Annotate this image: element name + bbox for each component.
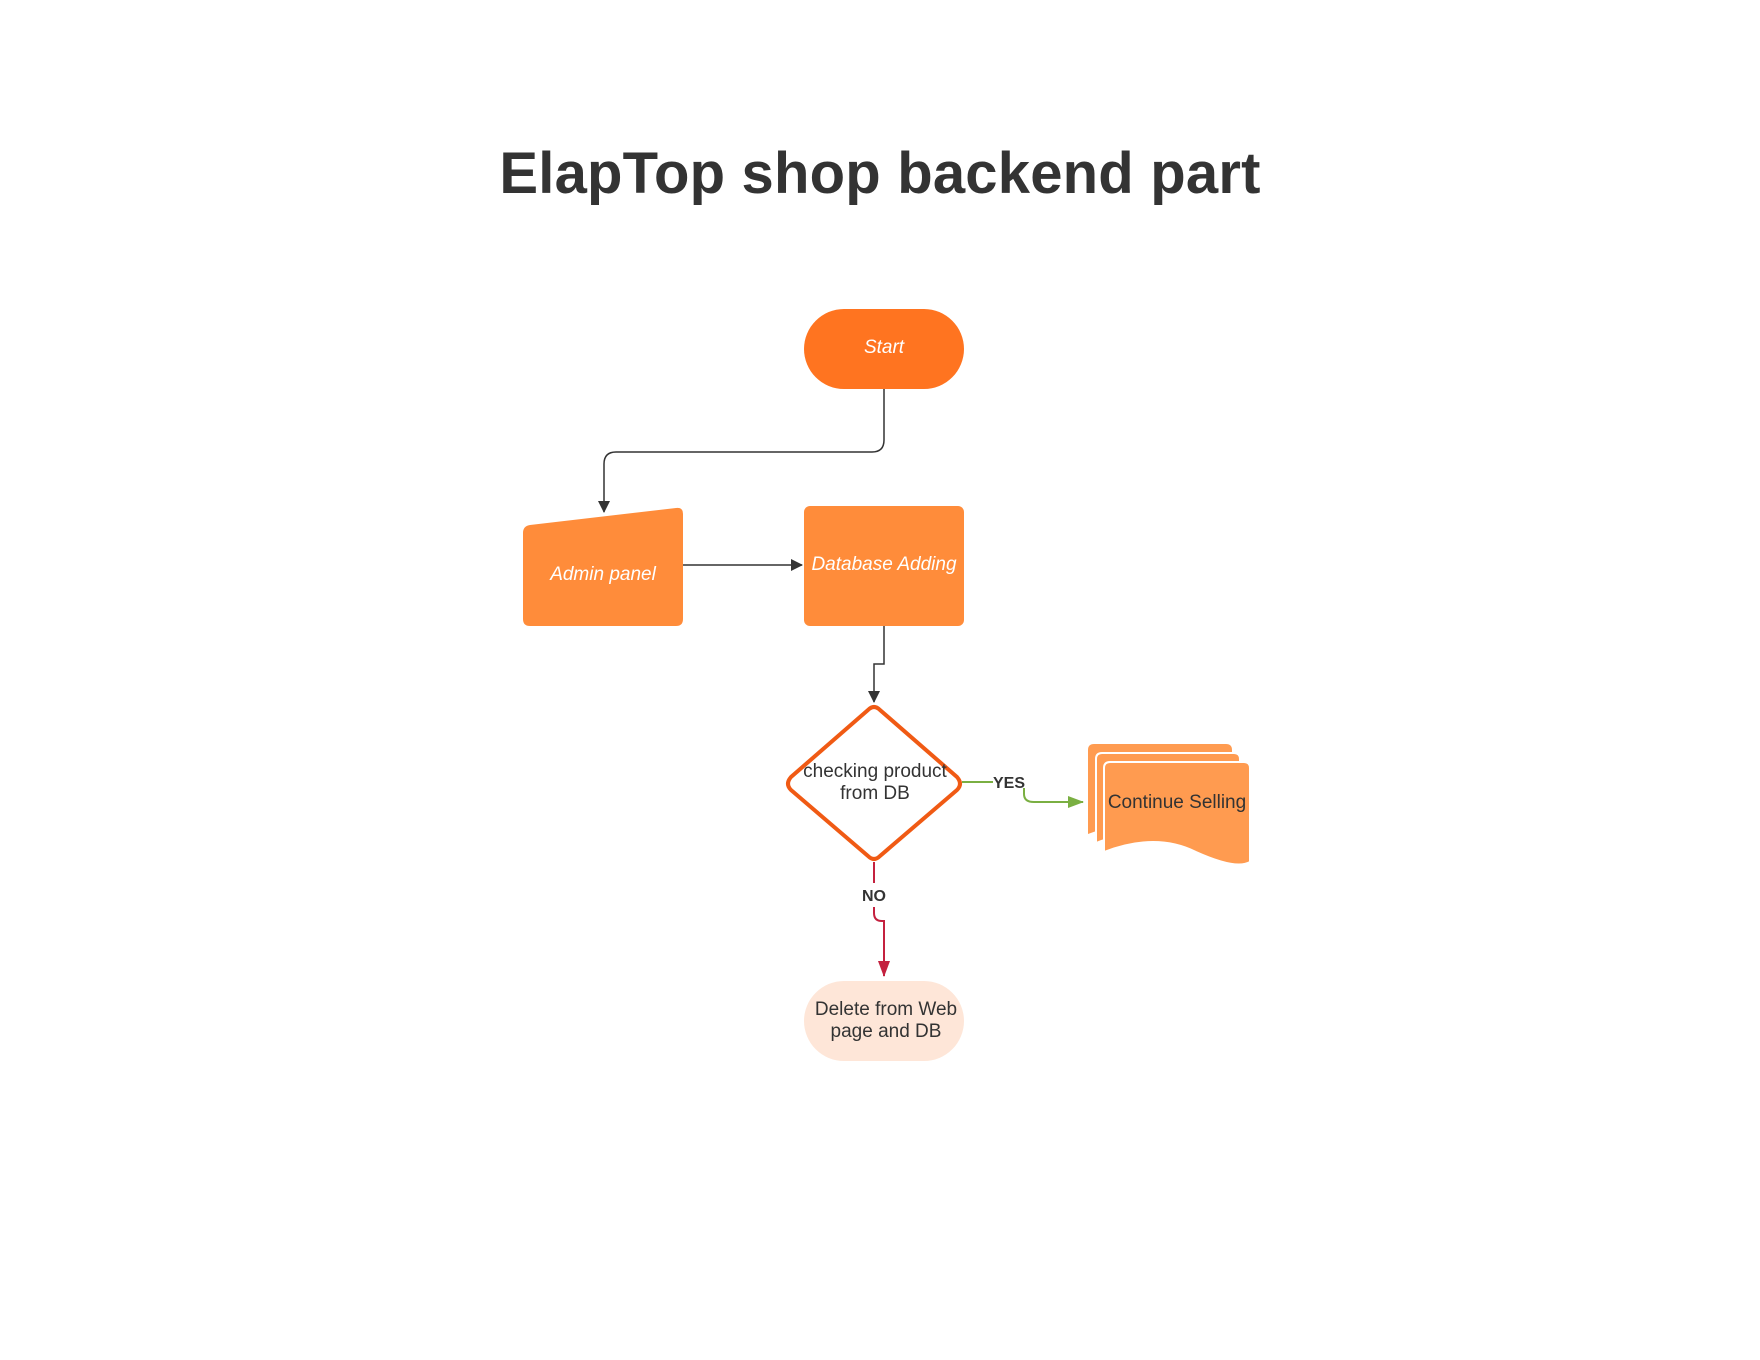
admin-panel-label: Admin panel — [549, 564, 656, 585]
checking-product-label-line1: checking product — [803, 761, 947, 782]
admin-panel-node[interactable]: Admin panel — [523, 507, 683, 626]
yes-label: YES — [993, 775, 1025, 792]
start-terminal[interactable]: Start — [804, 309, 964, 389]
start-label: Start — [864, 337, 905, 358]
connector-no-to-delete — [874, 862, 884, 976]
no-label: NO — [862, 888, 886, 905]
delete-terminal[interactable]: Delete from Web page and DB — [804, 981, 964, 1061]
checking-product-decision[interactable]: checking product from DB — [786, 705, 962, 861]
connector-start-to-admin — [598, 388, 885, 513]
delete-label-line1: Delete from Web — [815, 999, 957, 1020]
database-adding-label: Database Adding — [811, 554, 957, 575]
checking-product-label-line2: from DB — [840, 783, 910, 804]
continue-selling-label: Continue Selling — [1108, 792, 1246, 813]
continue-selling-documents[interactable]: Continue Selling — [1088, 744, 1251, 866]
delete-label-line2: page and DB — [831, 1021, 942, 1042]
page-title: ElapTop shop backend part — [499, 141, 1261, 206]
database-adding-node[interactable]: Database Adding — [804, 506, 964, 626]
connector-yes-to-continue — [962, 781, 1083, 802]
connector-database-to-decision — [868, 626, 885, 703]
